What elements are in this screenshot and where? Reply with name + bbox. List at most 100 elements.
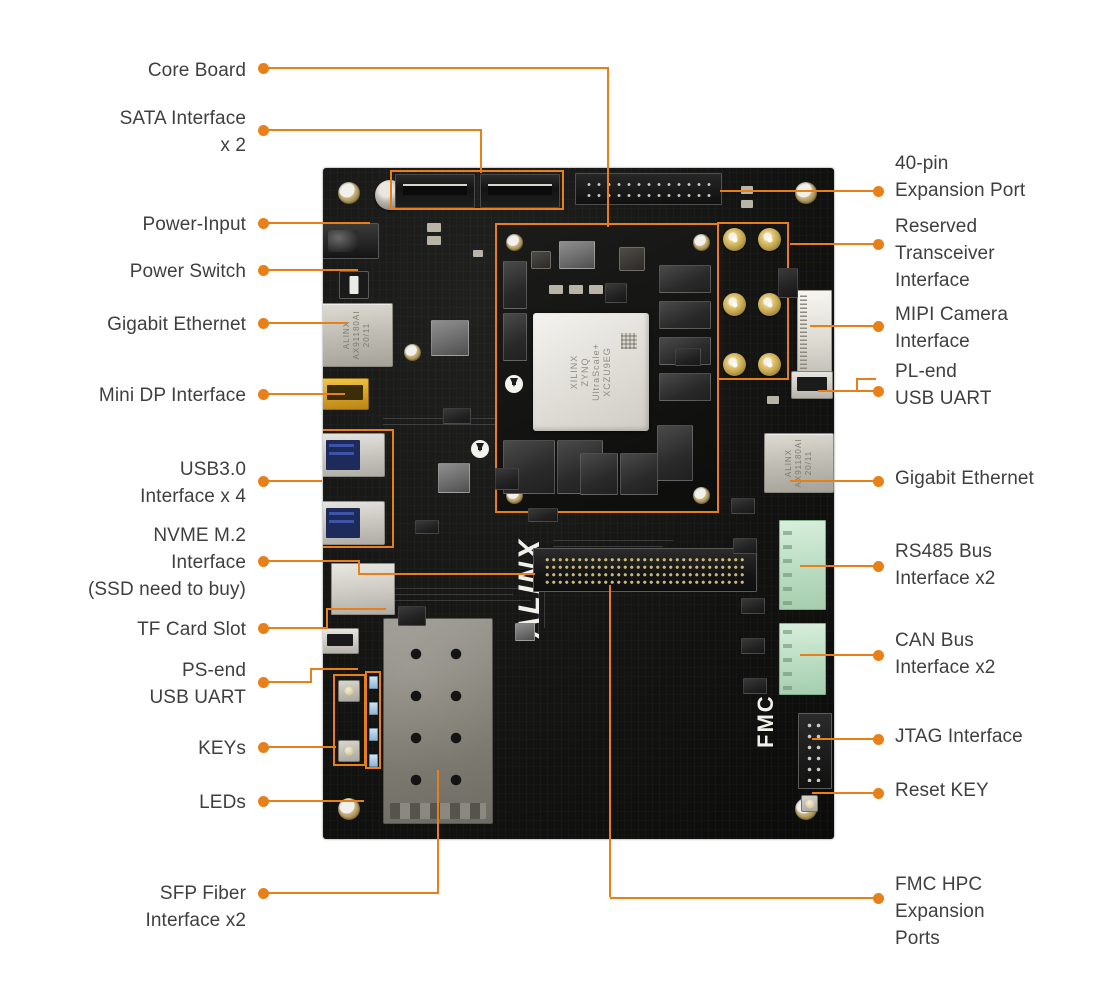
label-reserved-transceiver: Reserved Transceiver Interface <box>895 216 995 291</box>
label-keys: KEYs <box>198 738 246 759</box>
tf-card-slot[interactable] <box>331 563 395 615</box>
support-chip <box>415 520 439 534</box>
sma-connector[interactable] <box>723 353 746 376</box>
label-pl-usb-uart: PL-end USB UART <box>895 361 992 409</box>
leader-dot-rs485-bus <box>873 561 884 572</box>
jtag-connector[interactable] <box>798 713 832 789</box>
mipi-camera-connector[interactable] <box>797 290 832 374</box>
orientation-arrow-icon <box>505 375 523 393</box>
gigabit-ethernet-left-port[interactable]: ALINX AX91180AI 20/11 <box>323 303 393 367</box>
led-2 <box>369 702 378 715</box>
leader-line-tf-card-slot-b <box>326 608 386 610</box>
user-key-2[interactable] <box>338 740 360 762</box>
led-3 <box>369 728 378 741</box>
leader-line-ps-usb-uart-v <box>310 668 312 683</box>
fmc-hpc-connector[interactable] <box>533 548 757 592</box>
label-sfp-fiber: SFP Fiber Interface x2 <box>145 883 246 931</box>
support-chip <box>731 498 755 514</box>
support-chip <box>743 678 767 694</box>
leader-line-can-bus <box>800 654 875 656</box>
leader-dot-power-input <box>258 218 269 229</box>
label-gigabit-ethernet-left: Gigabit Ethernet <box>107 314 246 335</box>
label-leds: LEDs <box>199 792 246 813</box>
gigabit-ethernet-right-port[interactable]: ALINX AX91180AI 20/11 <box>764 433 834 493</box>
sma-connector[interactable] <box>723 228 746 251</box>
leader-line-gigabit-ethernet-right <box>790 480 875 482</box>
sfp-vent-holes <box>396 633 480 795</box>
header-pins <box>584 179 713 199</box>
label-expansion-40pin: 40-pin Expansion Port <box>895 153 1026 201</box>
label-power-switch: Power Switch <box>129 261 246 282</box>
leader-line-core-board <box>268 67 609 69</box>
leader-line-power-switch <box>268 269 358 271</box>
label-fmc-hpc: FMC HPC Expansion Ports <box>895 874 985 949</box>
sata-connector-2[interactable] <box>480 174 560 208</box>
expansion-header-40pin[interactable] <box>575 173 722 205</box>
label-mipi-camera: MIPI Camera Interface <box>895 304 1009 352</box>
can-bus-connector[interactable] <box>779 623 826 695</box>
leader-line-sfp-fiber-v <box>437 770 439 892</box>
power-switch[interactable] <box>339 271 369 299</box>
soc-marking: XILINX ZYNQ UltraScale+ XCZU9EG <box>569 343 612 401</box>
core-mounting-hole <box>506 234 523 251</box>
fmc-pin-grid <box>544 556 746 584</box>
leader-dot-sfp-fiber <box>258 888 269 899</box>
leader-line-jtag <box>812 738 875 740</box>
reset-key-button[interactable] <box>801 795 818 812</box>
passive-component <box>427 223 441 232</box>
passive-component <box>767 396 779 404</box>
passive-component <box>549 285 563 294</box>
pcb-trace <box>363 594 513 595</box>
label-sata-interface: SATA Interface x 2 <box>119 108 246 156</box>
label-mini-dp: Mini DP Interface <box>98 385 246 406</box>
leader-dot-tf-card-slot <box>258 623 269 634</box>
pl-end-usb-uart-port[interactable] <box>791 371 833 399</box>
leader-dot-core-board <box>258 63 269 74</box>
sma-connector[interactable] <box>758 293 781 316</box>
leader-dot-reset-key <box>873 788 884 799</box>
pmic-chip <box>559 241 595 269</box>
mini-dp-port[interactable] <box>323 378 369 410</box>
support-chip <box>741 638 765 654</box>
orientation-arrow-icon <box>471 440 489 458</box>
power-input-jack[interactable] <box>323 223 379 259</box>
fpc-contacts <box>800 295 807 369</box>
user-key-1[interactable] <box>338 680 360 702</box>
leader-line-ps-usb-uart-b <box>310 668 358 670</box>
label-rs485-bus: RS485 Bus Interface x2 <box>895 541 996 589</box>
leader-dot-usb30 <box>258 476 269 487</box>
leader-dot-leds <box>258 796 269 807</box>
ddr-memory-chip <box>659 301 711 329</box>
mounting-hole <box>795 182 817 204</box>
leader-line-tf-card-slot <box>268 627 328 629</box>
passive-component <box>427 236 441 245</box>
ddr-memory-chip <box>580 453 618 495</box>
leader-dot-gigabit-ethernet-left <box>258 318 269 329</box>
usb3-port-pair-bottom[interactable] <box>323 501 385 545</box>
leader-dot-power-switch <box>258 265 269 276</box>
sma-connector[interactable] <box>758 353 781 376</box>
led-4 <box>369 754 378 767</box>
label-tf-card-slot: TF Card Slot <box>137 619 246 640</box>
pcb-trace <box>363 600 531 601</box>
leader-line-fmc-hpc <box>610 897 875 899</box>
dip-switch[interactable] <box>778 268 798 298</box>
ddr-memory-chip <box>503 313 527 361</box>
leader-line-core-board-v <box>607 67 609 227</box>
zynq-ultrascale-soc: XILINX ZYNQ UltraScale+ XCZU9EG <box>533 313 649 431</box>
support-chip <box>741 598 765 614</box>
ddr-memory-chip <box>659 265 711 293</box>
sata-connector-1[interactable] <box>395 174 475 208</box>
led-1 <box>369 676 378 689</box>
core-mounting-hole <box>693 234 710 251</box>
usb3-port-pair-top[interactable] <box>323 433 385 477</box>
ps-end-usb-uart-port[interactable] <box>323 628 359 654</box>
leader-dot-fmc-hpc <box>873 893 884 904</box>
fpga-development-board: ALINX AX91180AI 20/11 ALINX FMC <box>323 168 834 839</box>
pcb-trace <box>553 546 663 547</box>
label-can-bus: CAN Bus Interface x2 <box>895 630 996 678</box>
leader-line-leds <box>268 800 364 802</box>
sma-connector[interactable] <box>723 293 746 316</box>
sma-connector[interactable] <box>758 228 781 251</box>
